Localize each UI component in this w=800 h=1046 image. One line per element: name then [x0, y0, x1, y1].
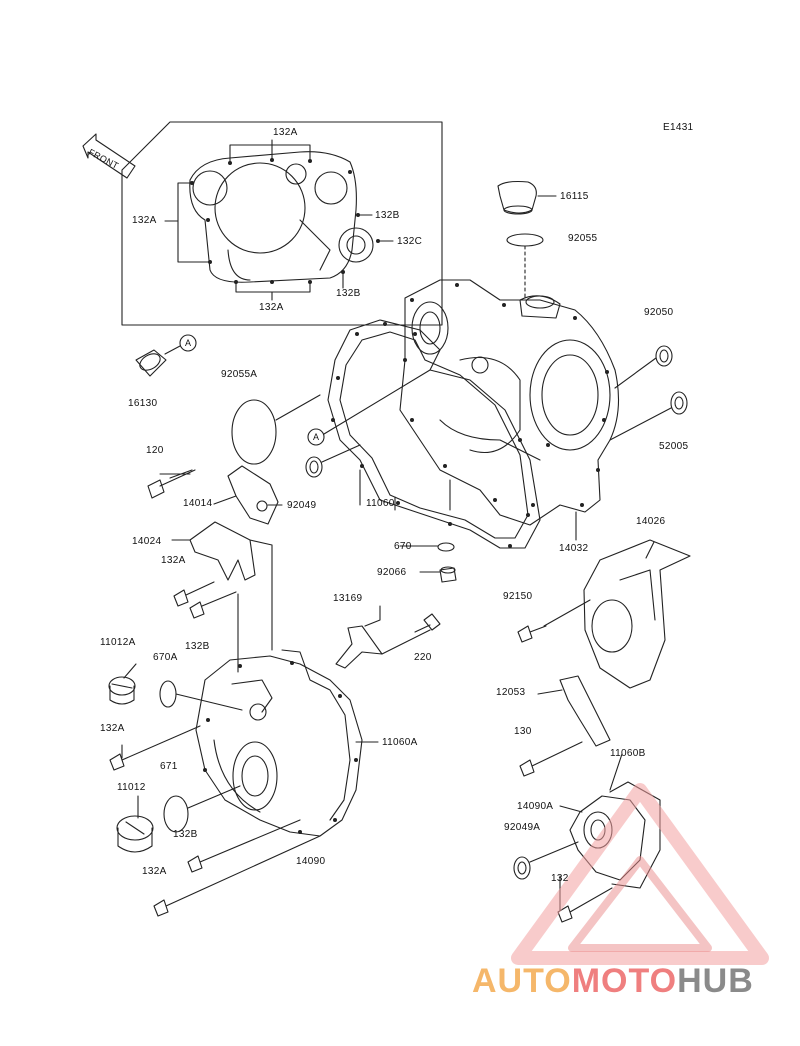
label-92049: 92049: [287, 500, 317, 511]
label-14024: 14024: [132, 536, 162, 547]
label-16115: 16115: [560, 191, 589, 202]
watermark-brand: AUTOMOTOHUB: [472, 963, 754, 999]
o-ring-671: [163, 785, 241, 833]
label-11060: 11060: [366, 498, 395, 509]
label-14014: 14014: [183, 498, 213, 509]
cover-gasket-11060: [327, 319, 541, 549]
label-670: 670: [394, 541, 412, 552]
watermark-part-3: HUB: [677, 962, 754, 1000]
label-16130: 16130: [128, 398, 158, 409]
label-52005: 52005: [659, 441, 689, 452]
label-120: 120: [146, 445, 164, 456]
bolt-92150: [517, 625, 547, 643]
label-92150: 92150: [503, 591, 533, 602]
label-92055: 92055: [568, 233, 598, 244]
label-132a-low: 132A: [100, 723, 125, 734]
label-11012: 11012: [117, 782, 146, 793]
label-132c: 132C: [397, 236, 423, 247]
plug-11012: [116, 815, 154, 853]
label-132: 132: [551, 873, 569, 884]
label-92049a: 92049A: [504, 822, 541, 833]
callout-a-mid-circle: [307, 369, 431, 446]
bracket-14024: [171, 521, 273, 651]
left-crankcase-cover-14090: [195, 649, 379, 837]
plate-14014: [213, 465, 279, 525]
bolt-220: [414, 613, 441, 633]
label-11012a: 11012A: [100, 637, 136, 648]
label-132a-bottom: 132A: [259, 302, 284, 313]
label-14026: 14026: [636, 516, 666, 527]
callout-a-top-label: A: [185, 338, 192, 348]
label-132b-lower: 132B: [336, 288, 361, 299]
label-132a-left: 132A: [132, 215, 157, 226]
label-132b-mid: 132B: [185, 641, 210, 652]
bolt-132b-mid: [189, 591, 237, 619]
oil-seal-92050: [614, 345, 673, 389]
bolt-132b-low: [187, 819, 301, 873]
plug-11012a: [108, 676, 136, 705]
o-ring-670: [437, 542, 455, 552]
label-132b-low: 132B: [173, 829, 198, 840]
label-130: 130: [514, 726, 532, 737]
crankcase-gasket-inset: [164, 139, 394, 301]
oil-seal-92049a: [513, 841, 579, 880]
diagram-id-label: E1431: [663, 122, 694, 133]
oil-filler-cap-16115: [497, 180, 557, 215]
o-ring-92055a: [231, 394, 321, 465]
label-132a-mid: 132A: [161, 555, 186, 566]
label-11060a: 11060A: [382, 737, 418, 748]
chain-guard-14026: [543, 539, 691, 689]
label-671: 671: [160, 761, 178, 772]
label-14090: 14090: [296, 856, 326, 867]
callout-a-top-circle: [179, 334, 197, 352]
bolt-132a-low: [109, 725, 201, 771]
front-arrow-icon: [82, 133, 136, 179]
label-92050: 92050: [644, 307, 674, 318]
bolt-130: [519, 741, 583, 777]
label-11060b: 11060B: [610, 748, 646, 759]
bolt-132-bottom: [557, 887, 613, 923]
o-ring-670a: [159, 680, 243, 711]
callout-a-mid-label: A: [313, 432, 320, 442]
label-14090a: 14090A: [517, 801, 554, 812]
label-132b-upper: 132B: [375, 210, 400, 221]
oil-seal-52005: [609, 391, 688, 441]
label-12053: 12053: [496, 687, 526, 698]
label-92055a: 92055A: [221, 369, 258, 380]
plug-16130: [135, 345, 181, 377]
o-ring-92055: [506, 233, 544, 301]
oil-seal-92049: [305, 444, 361, 478]
bolt-132a-bottom: [153, 835, 321, 917]
label-132a-top: 132A: [273, 127, 298, 138]
watermark-part-2: MOTO: [571, 962, 678, 1000]
label-670a: 670A: [153, 652, 178, 663]
label-132a-bot: 132A: [142, 866, 167, 877]
label-92066: 92066: [377, 567, 407, 578]
watermark-part-1: AUTO: [472, 962, 572, 1000]
drain-plug-92066: [439, 566, 457, 583]
chain-guide-12053: [537, 675, 611, 747]
label-13169: 13169: [333, 593, 363, 604]
label-14032: 14032: [559, 543, 589, 554]
inset-frame: [121, 121, 443, 326]
bolt-132a-mid: [173, 581, 215, 607]
label-220: 220: [414, 652, 432, 663]
right-crankcase-cover-14032: [399, 279, 620, 541]
bracket-13169: [335, 625, 431, 669]
watermark-logo-triangles: [511, 783, 769, 965]
